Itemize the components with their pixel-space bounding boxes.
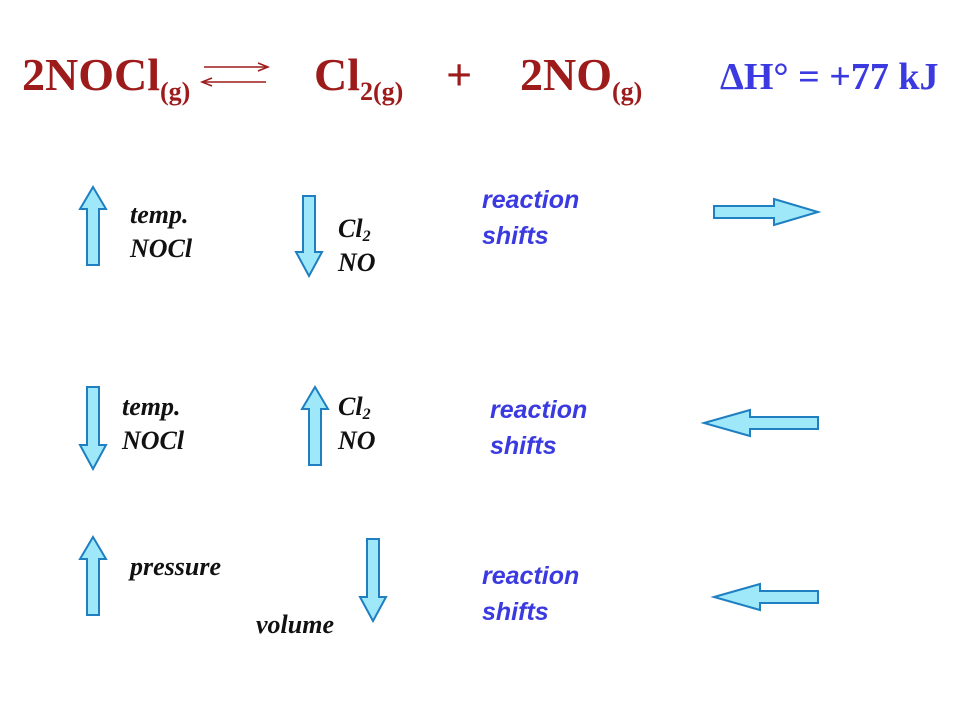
row1-change1-label: temp. NOCl bbox=[130, 200, 193, 263]
products-up-arrow-icon bbox=[300, 385, 330, 466]
row3-result-label: reaction shifts bbox=[482, 562, 580, 626]
enthalpy-change: ΔH° = +77 kJ bbox=[720, 56, 939, 98]
equation-plus: + bbox=[446, 49, 473, 100]
shift-left-arrow-icon bbox=[700, 408, 819, 438]
pressure-up-arrow-icon bbox=[78, 535, 108, 616]
equation-reactant: 2NOCl(g) bbox=[22, 49, 191, 106]
row2-change2-label: Cl2 NO bbox=[338, 392, 376, 455]
row1-change2-label: Cl2 NO bbox=[338, 214, 376, 277]
products-down-arrow-icon bbox=[294, 195, 324, 279]
equilibrium-arrow-icon bbox=[199, 62, 271, 87]
equation-product-no: 2NO(g) bbox=[520, 49, 643, 106]
row2-result-label: reaction shifts bbox=[490, 396, 588, 460]
row1-result-label: reaction shifts bbox=[482, 186, 580, 250]
row2-change1-label: temp. NOCl bbox=[122, 392, 185, 455]
temp-down-arrow-icon bbox=[78, 386, 108, 472]
volume-down-arrow-icon bbox=[358, 538, 388, 624]
row3-change2-label: volume bbox=[256, 610, 334, 639]
equation-product-cl2: Cl2(g) bbox=[314, 49, 404, 106]
row3-change1-label: pressure bbox=[130, 552, 222, 581]
shift-left-arrow-icon bbox=[710, 582, 819, 612]
shift-right-arrow-icon bbox=[713, 197, 822, 227]
temp-up-arrow-icon bbox=[78, 185, 108, 266]
